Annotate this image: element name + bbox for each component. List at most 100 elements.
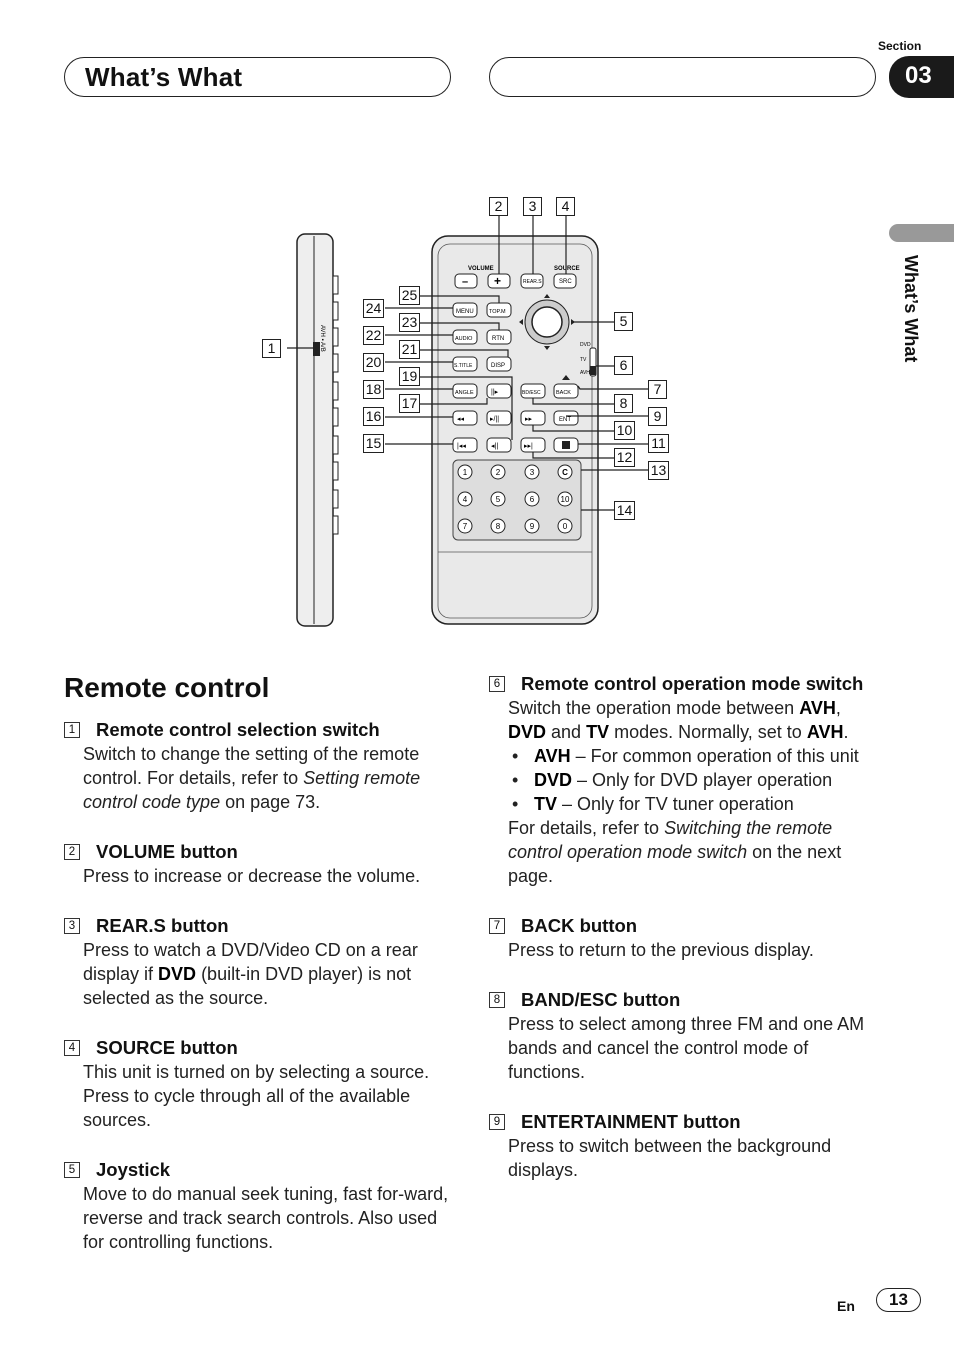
callout-15: 15 — [363, 434, 384, 453]
item-title: REAR.S button — [96, 915, 229, 936]
text-run: TV — [534, 794, 558, 814]
svg-text:||▸: ||▸ — [491, 389, 499, 396]
text-run: – Only for TV tuner operation — [557, 794, 794, 814]
remote-control-illustration: AVH ▪ A/B VOLUME SOURCE – + REAR.S SRC — [250, 190, 690, 640]
text-run: AVH — [799, 698, 836, 718]
svg-text:+: + — [494, 274, 501, 288]
mode-tv-label: TV — [580, 357, 587, 363]
callout-22: 22 — [363, 326, 384, 345]
callout-14: 14 — [614, 501, 635, 520]
text-run: Switch to change the setting of the remo… — [83, 744, 420, 788]
item-description: This unit is turned on by selecting a so… — [83, 1060, 454, 1132]
text-run: – For common operation of this unit — [570, 746, 859, 766]
back-label: BACK — [556, 390, 571, 396]
key-7: 7 — [463, 522, 468, 531]
callout-20: 20 — [363, 353, 384, 372]
rear-s-label: REAR.S — [523, 279, 542, 285]
callout-17: 17 — [399, 394, 420, 413]
key-0: 0 — [563, 522, 568, 531]
angle-label: ANGLE — [455, 390, 474, 396]
ent-label: ENT — [559, 417, 571, 423]
item-title: ENTERTAINMENT button — [521, 1111, 741, 1132]
left-button-column: MENU AUDIO S.TITLE ANGLE ◂◂ |◂◂ — [452, 302, 478, 453]
callout-23: 23 — [399, 313, 420, 332]
item-heading: 3 REAR.S button — [64, 914, 454, 938]
mode-bullet-list: AVH – For common operation of this unitD… — [508, 744, 879, 816]
callout-1: 1 — [262, 339, 281, 358]
top-m-label: TOP.M — [489, 309, 506, 315]
text-run: DVD — [534, 770, 573, 790]
right-button-column: BD/ESC BACK ▸▸ ENT ▸▸| — [520, 375, 579, 453]
numeric-keypad: 1 2 3 C 4 5 6 10 7 8 9 0 — [452, 459, 582, 541]
item-number: 3 — [64, 918, 80, 934]
remote-control-drawing: AVH ▪ A/B VOLUME SOURCE – + REAR.S SRC — [287, 215, 648, 627]
key-6: 6 — [530, 495, 535, 504]
text-run: Switch the operation mode between — [508, 698, 800, 718]
text-run: Press to watch a DVD/Video CD on a rear … — [83, 940, 418, 984]
key-3: 3 — [530, 468, 535, 477]
callout-11: 11 — [648, 434, 669, 453]
item-title: VOLUME button — [96, 841, 238, 862]
callout-3: 3 — [523, 197, 542, 216]
callout-4: 4 — [556, 197, 575, 216]
callout-12: 12 — [614, 448, 635, 467]
item-description: Press to switch between the background d… — [508, 1134, 879, 1182]
item-description: Press to select among three FM and one A… — [508, 1012, 879, 1084]
callout-21: 21 — [399, 340, 420, 359]
text-run: Press to return to the previous display. — [508, 940, 814, 960]
key-5: 5 — [496, 495, 501, 504]
text-run: on page 73. — [220, 792, 321, 812]
item-description: Press to return to the previous display. — [508, 938, 879, 962]
text-run: AVH — [534, 746, 571, 766]
item-title: Remote control selection switch — [96, 719, 380, 740]
svg-text:▸▸|: ▸▸| — [524, 443, 533, 450]
callout-18: 18 — [363, 380, 384, 399]
item-paragraph: Switch the operation mode between AVH, D… — [508, 696, 879, 744]
item-description: Move to do manual seek tuning, fast for-… — [83, 1182, 454, 1254]
rtn-label: RTN — [492, 336, 504, 342]
item-number: 5 — [64, 1162, 80, 1178]
item-title: BACK button — [521, 915, 638, 936]
text-run: (built-in DVD player) is not selected as… — [83, 964, 412, 1008]
text-run: and — [546, 722, 587, 742]
page-number: 13 — [876, 1288, 921, 1312]
side-tab-label: What’s What — [901, 255, 921, 363]
text-run: TV — [586, 722, 610, 742]
remote-front-view: VOLUME SOURCE – + REAR.S SRC MENU AUDIO … — [431, 235, 599, 625]
callout-24: 24 — [363, 299, 384, 318]
menu-label: MENU — [456, 309, 474, 315]
key-8: 8 — [496, 522, 501, 531]
source-label: SOURCE — [554, 266, 580, 272]
callout-9: 9 — [648, 407, 667, 426]
item-paragraph: Press to switch between the background d… — [508, 1134, 879, 1182]
language-label: En — [837, 1298, 855, 1314]
item-description: Press to increase or decrease the volume… — [83, 864, 454, 888]
callout-25: 25 — [399, 286, 420, 305]
middle-button-column: TOP.M RTN DISP ||▸ ▸/|| ◂|| — [486, 302, 512, 453]
item-title: SOURCE button — [96, 1037, 238, 1058]
item-description: Switch the operation mode between AVH, D… — [508, 696, 879, 888]
callout-8: 8 — [614, 394, 633, 413]
disp-label: DISP — [491, 363, 505, 369]
key-9: 9 — [530, 522, 535, 531]
callout-leader-lines — [287, 215, 648, 511]
key-2: 2 — [496, 468, 501, 477]
text-run: Setting remote control code type — [83, 768, 421, 812]
band-esc-label: BD/ESC — [522, 390, 541, 396]
key-1: 1 — [463, 468, 468, 477]
section-heading: Remote control — [64, 672, 270, 703]
side-switch-label: AVH ▪ A/B — [319, 325, 325, 352]
item-paragraph: For details, refer to Switching the remo… — [508, 816, 879, 888]
callout-10: 10 — [614, 421, 635, 440]
